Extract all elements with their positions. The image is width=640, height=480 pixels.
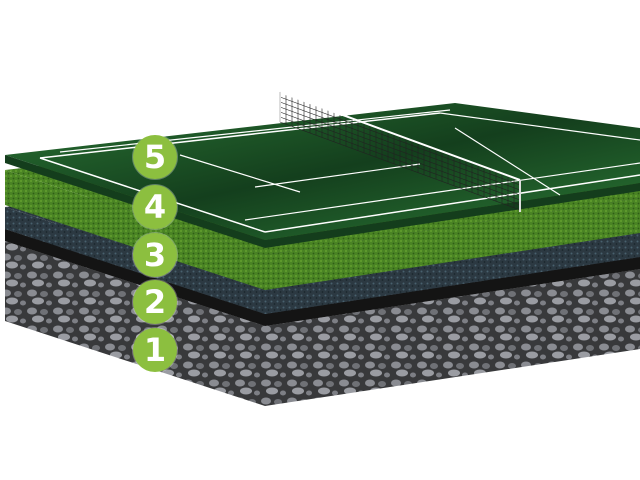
layer-1-aggregate-front-right [265, 269, 640, 406]
net-mesh [279, 111, 521, 201]
net-mesh [279, 121, 521, 211]
layer-5-court-front-right [265, 183, 640, 248]
court-lines [39, 109, 640, 233]
baseline [39, 112, 441, 159]
service-line-left [179, 154, 301, 193]
layer-4-grass-front-right [265, 198, 640, 290]
layer-badge-3: 3 [133, 233, 177, 277]
layer-4-grass-front-left [5, 170, 265, 290]
service-line-right [454, 127, 561, 196]
layer-2-binder-front-left [5, 229, 265, 326]
tennis-net [279, 91, 521, 212]
net-mesh [279, 106, 521, 196]
layer-badge-4: 4 [133, 185, 177, 229]
sideline-front [264, 174, 640, 233]
net-tape [279, 91, 521, 181]
back-edge-line [439, 112, 640, 141]
layer-3-cushion-front-right [265, 235, 640, 314]
layer-2-binder-front-right [265, 257, 640, 326]
net-mesh [279, 96, 521, 186]
center-service-line [254, 163, 421, 188]
net-mesh [279, 101, 521, 191]
net-mesh [279, 116, 521, 206]
service-line-back [59, 109, 451, 153]
layer-badge-2: 2 [133, 280, 177, 324]
layer-badge-5: 5 [133, 135, 177, 179]
layer-badge-1: 1 [133, 328, 177, 372]
doubles-alley-line [244, 162, 640, 221]
layer-1-aggregate-front-left [5, 241, 265, 406]
